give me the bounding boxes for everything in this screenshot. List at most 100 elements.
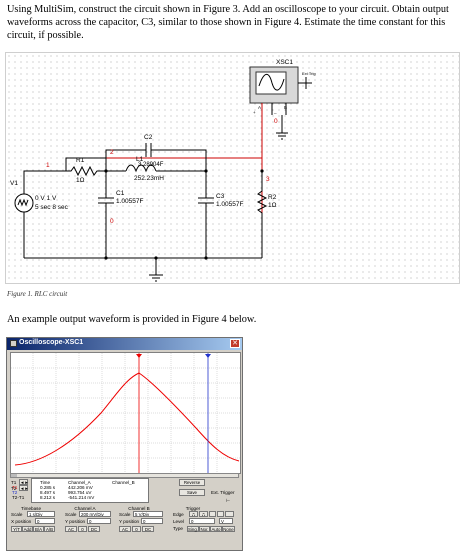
edge-b-button[interactable] (217, 511, 224, 517)
edge-rising-button[interactable]: ⎍ (189, 511, 198, 517)
net-label-1: 1 (46, 162, 50, 169)
c1-capacitor (98, 171, 114, 258)
t1-arrows-button[interactable]: ◄► (19, 479, 29, 485)
channel-a-scale-field[interactable]: 200 mV/Div (79, 511, 111, 517)
reverse-button[interactable]: Reverse (179, 479, 205, 486)
c3-value: 1.00557F (216, 201, 243, 208)
ground-icon (149, 258, 163, 282)
channel-b-zero-button[interactable]: 0 (132, 526, 141, 532)
edge-falling-button[interactable]: ⎍ (199, 511, 208, 517)
type-none-button[interactable]: None (222, 526, 235, 532)
channel-a-scale-label: Scale (65, 512, 77, 517)
r2-resistor (256, 171, 268, 258)
channel-a-dc-button[interactable]: DC (88, 526, 100, 532)
trigger-type-label: Type (173, 526, 183, 531)
t2-arrows-button[interactable]: ◄► (19, 485, 29, 491)
l1-inductor (125, 164, 157, 173)
channel-b-ypos-label: Y position (119, 519, 140, 524)
channel-b-scale-field[interactable]: 5 V/Div (133, 511, 163, 517)
trigger-edge-label: Edge (173, 512, 184, 517)
v1-value-line2: 5 sec 8 sec (35, 204, 69, 211)
net-label-0-scope: 0 (274, 118, 278, 125)
channel-b-scale-label: Scale (119, 512, 131, 517)
c2-name: C2 (144, 134, 153, 141)
mode-ba-button[interactable]: B/A (33, 526, 44, 532)
v1-source (14, 193, 34, 213)
plus-label: + (253, 110, 256, 115)
instrument-label: XSC1 (276, 59, 293, 66)
scope-ground-icon (276, 115, 288, 140)
horizontal-scrollbar[interactable] (10, 473, 239, 478)
l1-name: L1 (136, 156, 144, 163)
r1-name: R1 (76, 157, 85, 164)
channel-a-trace (14, 372, 240, 466)
edge-ext-button[interactable] (225, 511, 234, 517)
timebase-xpos-field[interactable]: 0 (35, 518, 55, 524)
window-title: Oscilloscope-XSC1 (19, 339, 84, 346)
channel-b-ac-button[interactable]: AC (119, 526, 131, 532)
r1-value: 1Ω (76, 177, 85, 184)
window-icon (10, 340, 17, 347)
r2-name: R2 (268, 194, 277, 201)
readout-diff-ch-a: -541.214 mV (68, 495, 95, 500)
example-paragraph: An example output waveform is provided i… (7, 314, 257, 325)
mode-yt-button[interactable]: Y/T (11, 526, 22, 532)
readout-t2-time: 8.497 s (40, 490, 56, 495)
close-button[interactable]: ✕ (230, 339, 240, 348)
net-label-2: 2 (110, 149, 114, 156)
timebase-xpos-label: X position (11, 519, 32, 524)
type-auto-button[interactable]: Auto (210, 526, 222, 532)
readout-t1-time: 0.285 s (40, 485, 56, 490)
channel-a-lead-label: A (258, 105, 261, 110)
net-label-0: 0 (110, 218, 114, 225)
l1-value: 252.23mH (134, 175, 164, 182)
readout-header-channel-a: Channel_A (68, 480, 91, 485)
readout-row-label: T1 (12, 485, 18, 490)
mode-add-button[interactable]: Add (22, 526, 33, 532)
channel-a-ypos-label: Y position (65, 519, 86, 524)
channel-b-lead-label: B (284, 105, 287, 110)
c2-value: 3.28904F (138, 162, 164, 168)
c3-name: C3 (216, 193, 225, 200)
c1-value: 1.00557F (116, 198, 143, 205)
ext-trigger-label: Ext. Trigger (211, 490, 235, 495)
channel-a-ac-button[interactable]: AC (65, 526, 77, 532)
oscilloscope-window: Oscilloscope-XSC1 ✕ T1 (6, 337, 243, 551)
mode-ab-button[interactable]: A/B (44, 526, 55, 532)
channel-a-ypos-field[interactable]: 0 (87, 518, 111, 524)
net-label-3: 3 (266, 176, 270, 183)
channel-a-zero-button[interactable]: 0 (78, 526, 87, 532)
trigger-level-unit[interactable]: V (219, 518, 233, 524)
readout-t2-ch-a: 993.754 uV (68, 490, 92, 495)
title-bar[interactable]: Oscilloscope-XSC1 ✕ (7, 338, 242, 350)
readout-header-time: Time (40, 480, 51, 485)
t1-marker-label: T1 (11, 480, 17, 485)
timebase-heading: Timebase (21, 506, 41, 511)
save-button[interactable]: Save (179, 489, 205, 496)
trigger-level-field[interactable]: 0 (189, 518, 215, 524)
readout-t1-ch-a: 442.206 mV (68, 485, 93, 490)
r2-value: 1Ω (268, 202, 277, 209)
figure-caption: Figure 1. RLC circuit (7, 290, 68, 298)
t2-marker-label: T2 (11, 486, 17, 491)
trigger-level-label: Level (173, 519, 184, 524)
minus-label: _ (273, 109, 277, 114)
channel-a-heading: Channel A (74, 506, 96, 511)
c1-name: C1 (116, 190, 125, 197)
timebase-scale-field[interactable]: 1 s/Div (27, 511, 55, 517)
oscilloscope-screen (10, 352, 241, 474)
readout-row-label: T2-T1 (12, 495, 25, 500)
readout-row-label: T2 (12, 490, 18, 495)
c3-capacitor (198, 171, 214, 258)
r1-resistor (66, 165, 106, 177)
cursor-readout-panel: Time Channel_A Channel_B T1 0.285 s 442.… (12, 478, 149, 503)
edge-a-button[interactable] (209, 511, 216, 517)
type-normal-button[interactable]: Nor. (199, 526, 210, 532)
circuit-schematic: XSC1 Ext Trig A B + _ V1 0 V 1 V 5 sec 8… (5, 52, 460, 284)
schematic-drawing: XSC1 Ext Trig A B + _ V1 0 V 1 V 5 sec 8… (10, 59, 316, 282)
channel-b-dc-button[interactable]: DC (142, 526, 154, 532)
type-single-button[interactable]: Sing. (187, 526, 199, 532)
ext-trigger-connector[interactable]: ⊢ (226, 498, 231, 503)
trigger-heading: Trigger (185, 506, 201, 511)
channel-b-ypos-field[interactable]: 0 (141, 518, 163, 524)
